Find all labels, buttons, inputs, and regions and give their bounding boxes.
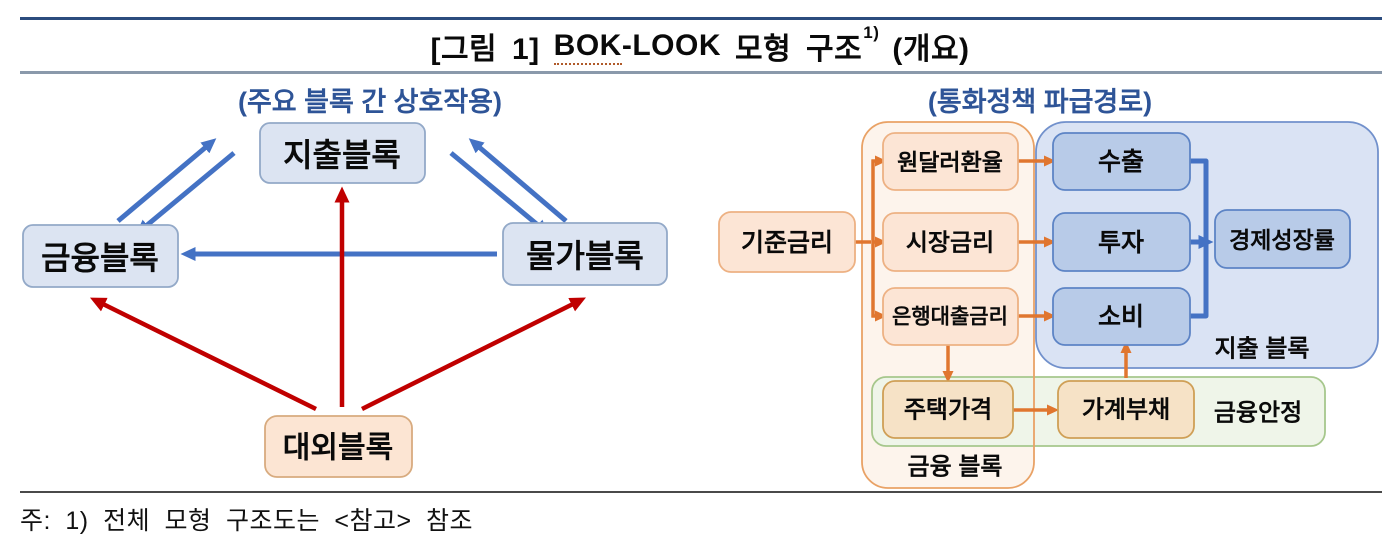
node-market-rate-label: 시장금리 — [906, 230, 994, 257]
footnote-rule — [20, 491, 1382, 493]
node-household-debt-label: 가계부채 — [1082, 397, 1170, 424]
title-suffix: (개요) — [892, 33, 970, 66]
node-household-debt: 가계부채 — [1057, 380, 1195, 439]
node-market-rate: 시장금리 — [882, 212, 1019, 272]
node-finance-block: 금융블록 — [22, 224, 179, 288]
title-footnote-marker: 1) — [863, 23, 880, 42]
node-growth-label: 경제성장률 — [1229, 227, 1335, 253]
left-blue-arrows — [116, 138, 568, 261]
node-base-rate-label: 기준금리 — [741, 229, 833, 257]
node-investment-label: 투자 — [1098, 229, 1144, 257]
title-bottom-rule — [20, 71, 1382, 74]
node-base-rate: 기준금리 — [718, 211, 856, 273]
node-growth: 경제성장률 — [1214, 209, 1351, 269]
arrow-external-to-price — [360, 297, 586, 412]
node-house-price-label: 주택가격 — [904, 397, 992, 424]
node-consumption: 소비 — [1052, 287, 1191, 346]
node-bank-loan-rate-label: 은행대출금리 — [892, 306, 1008, 329]
label-finance-block: 금융 블록 — [908, 454, 1003, 481]
label-expenditure-block: 지출 블록 — [1215, 336, 1310, 363]
title-prefix: [그림 1] — [430, 33, 540, 66]
node-investment: 투자 — [1052, 212, 1191, 272]
title-mid: 모형 구조1) — [734, 23, 880, 66]
node-bank-loan-rate: 은행대출금리 — [882, 287, 1019, 346]
node-expenditure-block: 지출블록 — [259, 122, 426, 184]
node-price-label: 물가블록 — [526, 238, 644, 274]
node-external-label: 대외블록 — [283, 432, 393, 465]
title-model-name: BOK-LOOK — [553, 29, 721, 65]
blue-merge-arrows — [1190, 158, 1214, 319]
diagram-svg: (주요 블록 간 상호작용) 지출블록 금융블록 물가블록 대외블록 — [22, 87, 1379, 489]
node-house-price: 주택가격 — [882, 380, 1014, 439]
node-fx-rate-label: 원달러환율 — [897, 149, 1003, 175]
top-rule — [20, 17, 1382, 20]
orange-arrows — [855, 155, 1132, 416]
footnote-text: 주: 1) 전체 모형 구조도는 <참고> 참조 — [20, 507, 474, 535]
arrow-external-to-finance — [89, 297, 317, 412]
arrow-expenditure-to-finance — [135, 151, 236, 235]
title-bok: BOK — [553, 29, 622, 65]
node-exports-label: 수출 — [1098, 148, 1144, 176]
finance-block-container-border — [861, 121, 1035, 489]
node-consumption-label: 소비 — [1098, 303, 1144, 331]
arrow-finance-to-expenditure — [116, 138, 217, 223]
right-diagram-subtitle: (통화정책 파급경로) — [928, 87, 1152, 117]
node-finance-label: 금융블록 — [41, 240, 159, 276]
arrow-expenditure-to-price — [449, 151, 550, 235]
node-price-block: 물가블록 — [502, 222, 668, 286]
arrow-price-to-expenditure — [468, 138, 568, 223]
left-diagram-subtitle: (주요 블록 간 상호작용) — [238, 87, 502, 117]
node-fx-rate: 원달러환율 — [882, 132, 1019, 191]
node-exports: 수출 — [1052, 132, 1191, 191]
label-financial-stability: 금융안정 — [1214, 400, 1302, 427]
node-expenditure-label: 지출블록 — [283, 137, 401, 173]
figure-title: [그림 1] BOK-LOOK 모형 구조1) (개요) — [0, 23, 1400, 68]
left-red-arrows — [89, 186, 586, 412]
node-external-block: 대외블록 — [264, 415, 413, 478]
title-look: -LOOK — [621, 29, 721, 62]
